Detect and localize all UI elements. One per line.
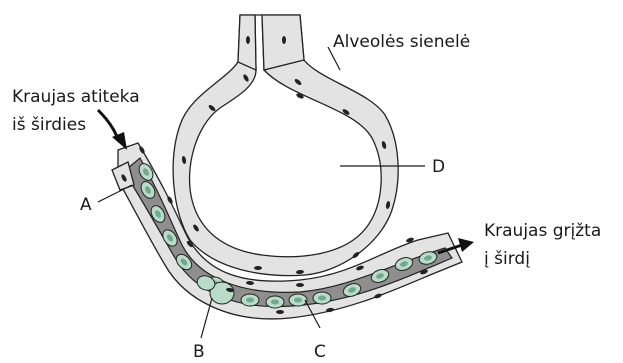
capillary — [112, 143, 462, 319]
red-blood-cell-center — [294, 298, 302, 303]
nucleus — [296, 283, 304, 287]
label-blood-to-heart-line1: Kraujas grįžta — [484, 221, 601, 241]
label-a: A — [80, 195, 92, 215]
label-blood-to-heart-line2: į širdį — [484, 249, 530, 269]
nucleus — [246, 36, 250, 44]
nucleus — [254, 266, 262, 270]
arrow-in — [98, 110, 127, 150]
nucleus — [276, 310, 284, 314]
alveolus — [173, 15, 398, 276]
label-c: C — [314, 342, 326, 362]
label-blood-from-heart-line1: Kraujas atiteka — [12, 87, 140, 107]
label-alveolar-wall: Alveolės sienelė — [333, 32, 470, 52]
label-d: D — [432, 157, 445, 177]
label-blood-from-heart-line2: iš širdies — [12, 115, 86, 135]
red-blood-cell-center — [271, 300, 279, 305]
red-blood-cell-center — [318, 296, 326, 301]
label-b: B — [193, 342, 205, 362]
nucleus — [282, 36, 286, 44]
red-blood-cell-center — [246, 298, 254, 303]
